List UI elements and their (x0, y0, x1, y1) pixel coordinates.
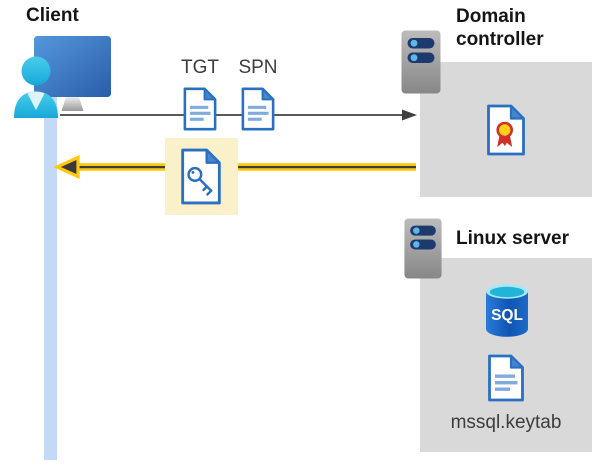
linux-server-label: Linux server (456, 228, 569, 249)
domain-controller-label: Domain controller (456, 6, 544, 50)
keytab-document-icon (488, 354, 524, 402)
certificate-document-icon (487, 104, 525, 156)
domain-controller-server-icon (401, 30, 441, 94)
sql-badge-text: SQL (491, 307, 523, 324)
client-timeline-bar (44, 95, 57, 460)
tgt-label: TGT (181, 57, 219, 78)
ticket-response-arrow-icon (54, 155, 416, 179)
tgt-document-icon (183, 87, 217, 131)
spn-label: SPN (238, 57, 278, 78)
sql-database-icon: SQL (486, 284, 528, 337)
linux-server-icon (404, 218, 442, 279)
client-label: Client (26, 5, 79, 26)
spn-document-icon (241, 87, 275, 131)
client-computer-icon (14, 36, 111, 118)
document-with-key-icon (181, 148, 221, 205)
keytab-label: mssql.keytab (450, 412, 562, 433)
request-arrow-icon (60, 109, 417, 121)
